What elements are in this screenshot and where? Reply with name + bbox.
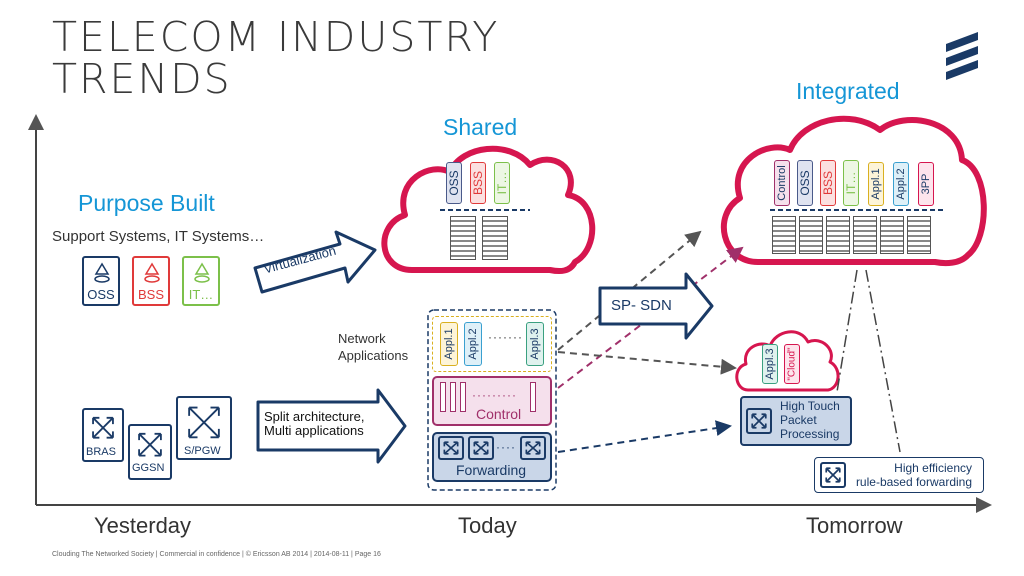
virtualization-arrow-shape	[253, 230, 377, 294]
forwarding-switch-1	[438, 436, 464, 460]
shared-server-rack-1	[450, 216, 476, 260]
shared-oss-tag: OSS	[446, 162, 462, 204]
oss-label: OSS	[87, 287, 115, 302]
purpose-built-heading: Purpose Built	[78, 190, 215, 216]
integrated-server-rack-3	[826, 216, 850, 254]
small-cloud-appl3-tag: Appl.3	[762, 344, 778, 384]
axis-label-yesterday: Yesterday	[94, 513, 192, 538]
footer: Clouding The Networked Society | Commerc…	[52, 551, 381, 558]
title-line-2: TRENDS	[52, 55, 232, 103]
forwarding-label: Forwarding	[456, 462, 527, 478]
spgw-label: S/PGW	[184, 445, 221, 457]
control-module-2	[450, 382, 456, 412]
ggsn-router-icon	[128, 424, 172, 480]
integrated-appl2-tag: Appl.2	[893, 162, 909, 206]
connector-apps-to-integrated	[557, 230, 702, 351]
high-efficiency-switch-icon	[820, 462, 846, 488]
integrated-bss-tag: BSS	[820, 160, 836, 206]
integrated-3pp-tag: 3PP	[918, 162, 934, 206]
integrated-server-rack-1	[772, 216, 796, 254]
network-apps-box	[432, 316, 552, 372]
integrated-server-rack-2	[799, 216, 823, 254]
network-applications-label: Network Applications	[338, 331, 409, 363]
database-icon	[94, 262, 110, 283]
integrated-server-rack-5	[880, 216, 904, 254]
shared-it-tag: IT…	[494, 162, 510, 204]
high-touch-switch-icon	[746, 408, 772, 434]
forwarding-ellipsis: ····	[496, 440, 516, 454]
integrated-oss-tag: OSS	[797, 160, 813, 206]
split-architecture-label: Split architecture, Multi applications	[264, 409, 365, 438]
integrated-server-rack-6	[907, 216, 931, 254]
shared-bss-tag: BSS	[470, 162, 486, 204]
integrated-heading: Integrated	[796, 78, 900, 104]
bras-label: BRAS	[86, 446, 116, 458]
high-touch-label: High Touch Packet Processing	[780, 399, 840, 441]
network-appl3-tag: Appl.3	[526, 322, 544, 366]
integrated-it-tag: IT…	[843, 160, 859, 206]
page-title: TELECOM INDUSTRY TRENDS	[52, 16, 499, 100]
control-label: Control	[476, 406, 522, 422]
forwarding-switch-2	[468, 436, 494, 460]
ggsn-label: GGSN	[132, 462, 165, 474]
it-label: IT…	[188, 287, 214, 302]
integrated-appl1-tag: Appl.1	[868, 162, 884, 206]
connector-apps-to-small-cloud	[557, 351, 737, 375]
integrated-control-tag: Control	[774, 160, 790, 206]
connector-forwarding-to-hightouch	[557, 420, 732, 453]
control-module-3	[460, 382, 466, 412]
integrated-server-rack-4	[853, 216, 877, 254]
control-module-1	[440, 382, 446, 412]
today-group-outline	[427, 309, 557, 491]
network-appl1-tag: Appl.1	[440, 322, 458, 366]
high-efficiency-label: High efficiency rule-based forwarding	[855, 461, 972, 489]
forwarding-switch-3	[520, 436, 546, 460]
connector-control-to-integrated	[557, 246, 744, 389]
axis-label-tomorrow: Tomorrow	[806, 513, 903, 538]
purpose-built-subheading: Support Systems, IT Systems…	[52, 228, 265, 245]
small-cloud-cloud-tag: "Cloud"	[784, 344, 800, 384]
ericsson-logo	[946, 32, 978, 80]
sdn-arrow-shape	[598, 272, 714, 340]
oss-system-box: OSS	[82, 256, 120, 306]
control-module-4	[530, 382, 536, 412]
database-icon	[144, 262, 160, 283]
axis-label-today: Today	[458, 513, 517, 538]
control-ellipsis: ·········	[472, 388, 517, 402]
database-icon	[194, 262, 210, 283]
network-appl2-tag: Appl.2	[464, 322, 482, 366]
spgw-router-icon	[176, 396, 232, 460]
network-apps-ellipsis: ·······	[488, 330, 523, 344]
sp-sdn-label: SP- SDN	[611, 297, 672, 314]
split-arrow-shape	[256, 388, 407, 464]
bss-system-box: BSS	[132, 256, 170, 306]
shared-heading: Shared	[443, 114, 518, 140]
bras-router-icon	[82, 408, 124, 462]
title-line-1: TELECOM INDUSTRY	[52, 13, 500, 61]
shared-server-rack-2	[482, 216, 508, 260]
bss-label: BSS	[137, 287, 164, 302]
it-system-box: IT…	[182, 256, 220, 306]
